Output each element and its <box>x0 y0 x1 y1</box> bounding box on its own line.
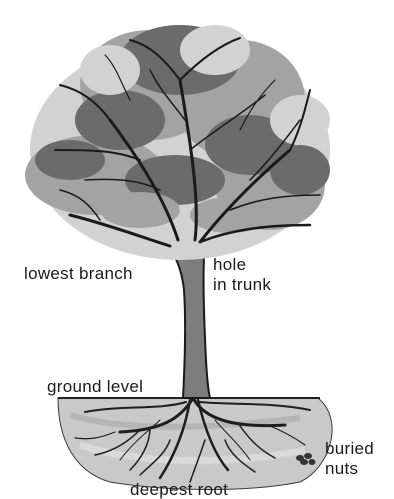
label-ground-level: ground level <box>47 377 143 396</box>
label-hole-in-trunk-line2: in trunk <box>213 275 271 294</box>
label-hole-in-trunk-line1: hole <box>213 255 246 274</box>
label-deepest-root: deepest root <box>130 480 228 499</box>
label-buried-nuts-line1: buried <box>325 439 374 458</box>
soil-section <box>58 398 332 490</box>
label-buried-nuts-line2: nuts <box>325 459 358 478</box>
trunk <box>168 240 210 398</box>
label-lowest-branch: lowest branch <box>24 264 133 283</box>
